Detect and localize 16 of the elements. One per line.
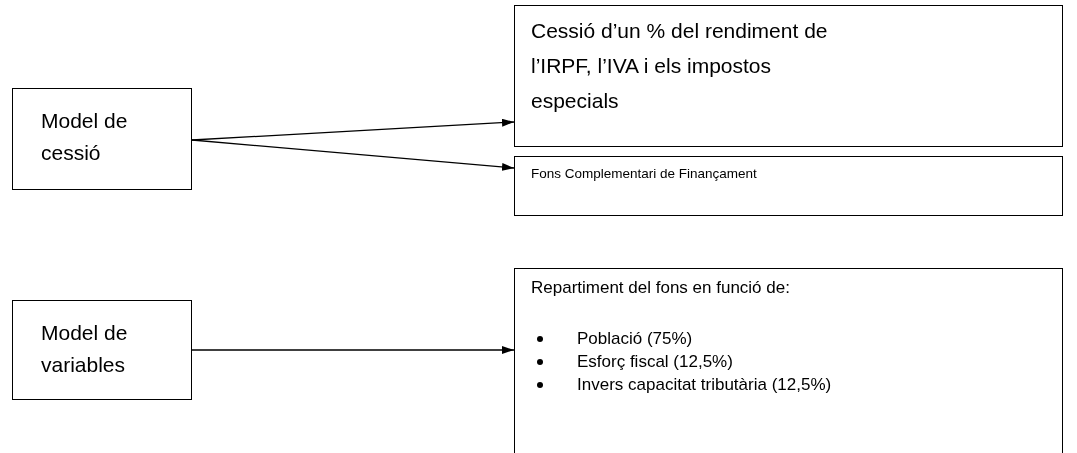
box-label: Model de cessió [41,108,129,166]
arrow [191,118,515,141]
text-box [514,156,1063,216]
box-label: Cessió d’un % del rendiment de l’IRPF, l’IVA i els impostos especials [531,18,829,114]
text-box [12,300,192,400]
text-box [514,268,1063,453]
box-label: Fons Complementari de Finançament [531,165,758,183]
bullet-item: Població (75%) [577,328,694,350]
text-box [514,5,1063,147]
bullet-item: Esforç fiscal (12,5%) [577,351,734,373]
bullet-item: Invers capacitat tributària (12,5%) [577,374,833,396]
arrow [191,139,515,171]
box-label: Model de variables [41,320,129,378]
box-heading: Repartiment del fons en funció de: [531,277,791,299]
text-box [12,88,192,190]
arrow [191,346,515,354]
